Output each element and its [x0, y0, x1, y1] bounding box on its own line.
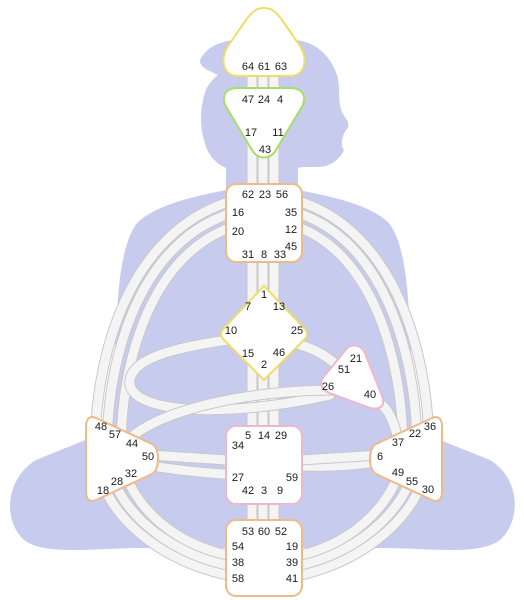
gate-26: 26	[322, 381, 334, 393]
gate-63: 63	[275, 61, 287, 73]
centers	[85, 6, 443, 597]
gate-49: 49	[392, 467, 404, 479]
center-heart	[320, 344, 385, 410]
gate-8: 8	[261, 249, 267, 261]
gate-40: 40	[364, 389, 376, 401]
gate-60: 60	[258, 526, 270, 538]
gate-5: 5	[245, 430, 251, 442]
gate-14: 14	[258, 430, 270, 442]
gate-39: 39	[286, 557, 298, 569]
center-head	[222, 6, 306, 77]
gate-42: 42	[242, 485, 254, 497]
gate-50: 50	[142, 451, 154, 463]
gate-38: 38	[232, 557, 244, 569]
gate-44: 44	[126, 438, 138, 450]
gate-1: 1	[261, 289, 267, 301]
gate-23: 23	[259, 189, 271, 201]
gate-22: 22	[409, 428, 421, 440]
gate-28: 28	[111, 476, 123, 488]
gate-24: 24	[258, 94, 270, 106]
gate-56: 56	[276, 189, 288, 201]
gate-57: 57	[109, 429, 121, 441]
gate-2: 2	[261, 359, 267, 371]
gate-36: 36	[424, 421, 436, 433]
gate-27: 27	[232, 472, 244, 484]
gate-61: 61	[258, 61, 270, 73]
gate-7: 7	[245, 301, 251, 313]
gate-53: 53	[242, 526, 254, 538]
gate-45: 45	[285, 241, 297, 253]
gate-17: 17	[245, 127, 257, 139]
gate-32: 32	[125, 468, 137, 480]
center-g-center	[220, 284, 308, 382]
gate-9: 9	[277, 485, 283, 497]
gate-54: 54	[232, 541, 244, 553]
gate-35: 35	[285, 207, 297, 219]
gate-51: 51	[338, 364, 350, 376]
gate-31: 31	[242, 249, 254, 261]
center-ajna	[222, 87, 306, 159]
gate-41: 41	[286, 573, 298, 585]
gate-16: 16	[232, 207, 244, 219]
gate-11: 11	[272, 127, 283, 139]
center-throat	[225, 183, 303, 263]
gate-55: 55	[406, 476, 418, 488]
gate-43: 43	[259, 144, 271, 156]
gate-58: 58	[232, 573, 244, 585]
gate-19: 19	[286, 541, 298, 553]
center-spleen	[85, 416, 159, 502]
gate-18: 18	[97, 485, 109, 497]
gate-46: 46	[273, 347, 285, 359]
gate-34: 34	[232, 440, 244, 452]
gate-12: 12	[285, 224, 297, 236]
gate-13: 13	[273, 301, 285, 313]
gate-59: 59	[286, 472, 298, 484]
center-sacral	[225, 425, 303, 505]
center-solar-plexus	[369, 416, 443, 502]
gate-3: 3	[261, 485, 267, 497]
gate-29: 29	[275, 430, 287, 442]
gate-4: 4	[277, 94, 283, 106]
gate-48: 48	[95, 421, 107, 433]
gate-52: 52	[275, 526, 287, 538]
gate-6: 6	[377, 451, 383, 463]
gate-47: 47	[242, 94, 254, 106]
gate-15: 15	[242, 348, 254, 360]
gate-37: 37	[392, 437, 404, 449]
gate-30: 30	[422, 484, 434, 496]
gate-62: 62	[242, 189, 254, 201]
gate-21: 21	[350, 353, 362, 365]
gate-10: 10	[225, 325, 237, 337]
gate-20: 20	[232, 226, 244, 238]
gate-labels: 64 61 63 47 24 4 17 11 43 62 23 56 16 35…	[95, 61, 436, 585]
gate-64: 64	[242, 61, 254, 73]
gate-25: 25	[291, 325, 303, 337]
gate-33: 33	[274, 249, 286, 261]
center-root	[225, 519, 303, 597]
